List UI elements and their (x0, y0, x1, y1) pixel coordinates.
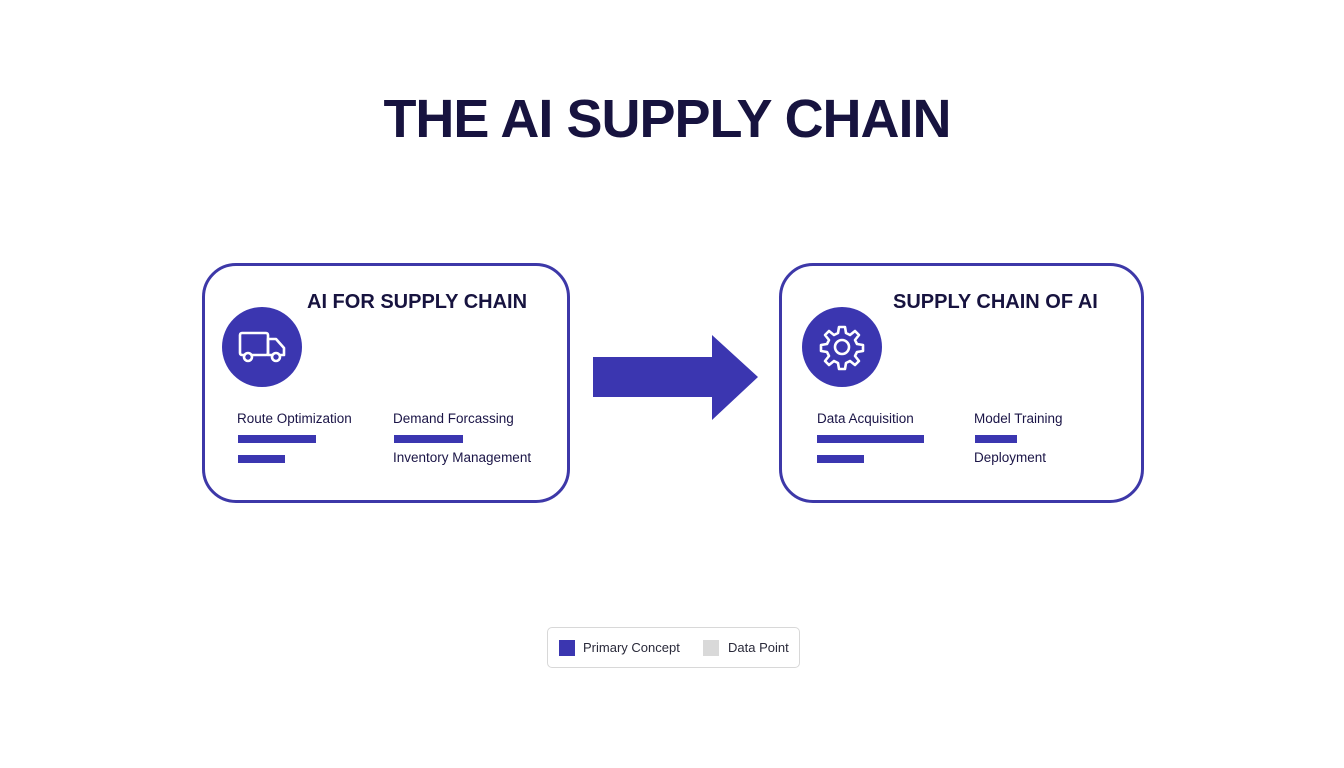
data-bar (238, 455, 285, 463)
item-label: Demand Forcassing (393, 411, 514, 426)
supply-chain-of-ai-card (779, 263, 1144, 503)
legend-label: Data Point (728, 640, 789, 655)
item-label: Deployment (974, 450, 1047, 465)
arrow-icon (593, 335, 758, 420)
legend-label: Primary Concept (583, 640, 680, 655)
data-bar (394, 435, 463, 443)
item-label: Data Acquisition (817, 411, 914, 426)
data-bar (238, 435, 316, 443)
card-title: SUPPLY CHAIN OF AI (893, 291, 1098, 313)
data-bar (975, 435, 1017, 443)
gear-icon (802, 307, 882, 387)
data-bar (817, 455, 864, 463)
item-label: Route Optimization (237, 411, 352, 426)
legend-swatch-primary (559, 640, 575, 656)
ai-for-supply-chain-card (202, 263, 570, 503)
legend: Primary Concept Data Point (547, 627, 800, 668)
page-title: THE AI SUPPLY CHAIN (383, 89, 951, 149)
item-label: Model Training (974, 411, 1063, 426)
data-bar (817, 435, 924, 443)
legend-swatch-data-point (703, 640, 719, 656)
card-title: AI FOR SUPPLY CHAIN (307, 291, 528, 313)
truck-icon (222, 307, 302, 387)
item-label: Inventory Management (393, 450, 532, 465)
